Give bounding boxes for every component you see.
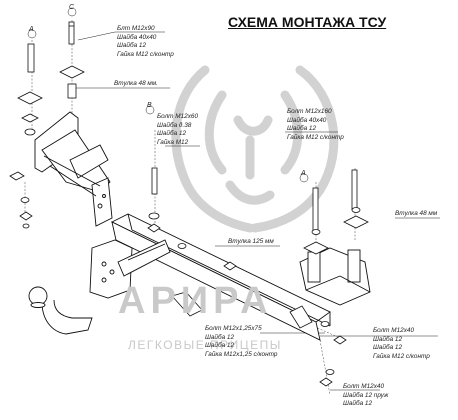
callout-line: Блт М12х90	[117, 25, 155, 32]
watermark-tagline: ЛЕГКОВЫЕ ПРИЦЕПЫ	[128, 338, 282, 352]
callout-bolt-40-bottom: Болт М12х40 Шайба 12 пруж Шайба 12	[343, 383, 388, 409]
callout-line: Шайба 12	[157, 130, 187, 138]
callout-line: Болт М12х160	[287, 108, 332, 115]
callout-sleeve-48-top: Втулка 48 мм.	[114, 80, 158, 87]
callout-b-left: Болт М12х60 Шайба д.38 Шайба 12 Гайка М1…	[157, 113, 198, 147]
callout-sleeve-48-right: Втулка 48 мм	[395, 210, 438, 217]
callout-line: Шайба д.38	[157, 121, 192, 129]
callout-a-right: Болт М12х160 Шайба 40х40 Шайба 12 Гайка …	[287, 108, 344, 142]
marker-circles	[27, 7, 309, 183]
marker-a-right: А	[301, 170, 306, 177]
callout-line: Шайба 12	[117, 42, 147, 50]
callout-line: Шайба 12	[205, 333, 235, 341]
watermark-brand: АРИРА	[118, 280, 273, 322]
callout-bolt-75: Болт М12х1,25х75 Шайба 12 Шайба 12 Гайка…	[205, 325, 277, 359]
callout-line: Шайба 12	[287, 125, 317, 133]
callout-line: Шайба 40х40	[287, 116, 327, 124]
callout-line: Шайба 12	[373, 335, 403, 343]
page-title: СХЕМА МОНТАЖА ТСУ	[228, 14, 387, 30]
callout-sleeve-125: Втулка 125 мм	[228, 238, 274, 245]
callout-line: Гайка М12 с/контр	[373, 352, 430, 360]
callout-line: Гайка М12 с/контр	[287, 133, 344, 141]
left-small-bolts	[9, 171, 33, 229]
bottom-right-bolts	[171, 291, 347, 387]
callout-c-top: Блт М12х90 Шайба 40х40 Шайба 12 Гайка М1…	[117, 25, 174, 59]
right-bolt-set	[303, 169, 369, 255]
marker-c: С	[69, 4, 75, 11]
towbar-assembly	[28, 239, 171, 335]
callout-line: Гайка М12 с/контр	[117, 50, 174, 58]
callout-bolt-40-right: Болт М12х40 Шайба 12 Шайба 12 Гайка М12 …	[373, 327, 430, 361]
callout-line: Шайба 12	[343, 400, 373, 408]
callout-line: Болт М12х1,25х75	[205, 325, 262, 332]
left-frame-bracket	[34, 111, 113, 227]
top-bolt-set	[17, 21, 85, 136]
marker-b: В	[147, 102, 152, 109]
callout-line: Гайка М12х1,25 с/контр	[205, 350, 278, 358]
middle-bolt-set	[147, 167, 237, 271]
callout-pointers	[72, 31, 440, 391]
right-mount-plate	[299, 247, 371, 306]
callout-line: Болт М12х40	[373, 327, 415, 334]
callout-line: Шайба 40х40	[117, 33, 157, 41]
watermark-logo-icon	[171, 65, 339, 233]
callout-line: Болт М12х40	[343, 383, 385, 390]
callout-line: Шайба 12	[373, 344, 403, 352]
callout-line: Шайба 12 пруж	[343, 391, 389, 399]
marker-a-left: А	[29, 26, 34, 33]
callout-line: Гайка М12	[157, 138, 189, 146]
callout-line: Шайба 12	[205, 342, 235, 350]
callout-line: Болт М12х60	[157, 113, 199, 120]
